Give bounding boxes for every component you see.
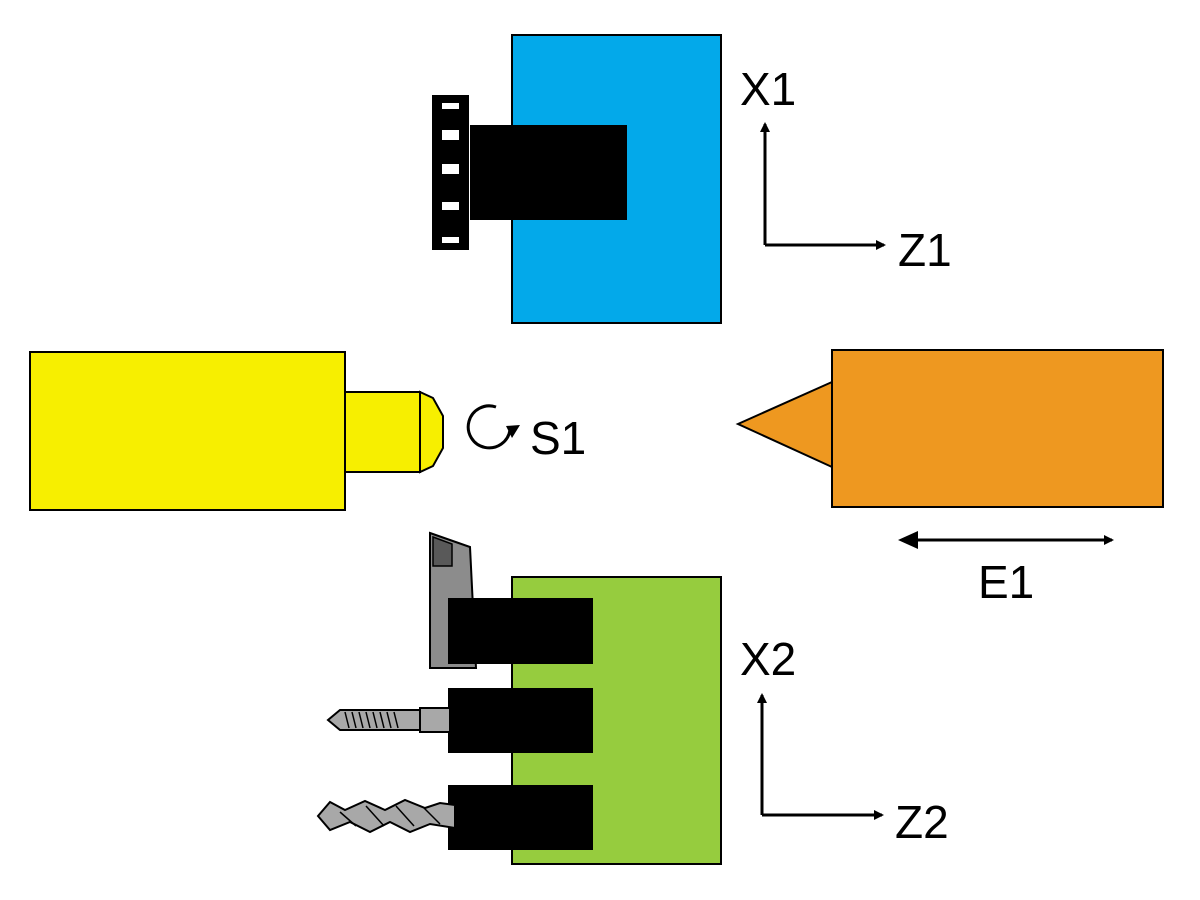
upper-ladder-tool — [432, 95, 469, 250]
upper-turret — [432, 34, 722, 324]
rotation-arrow-icon — [466, 404, 512, 450]
axes-x2-z2: X2 Z2 — [740, 633, 949, 848]
turning-insert-tip — [432, 535, 453, 567]
lower-tool-holder-1 — [448, 598, 593, 664]
s1-label: S1 — [530, 412, 586, 464]
turning-tool — [429, 531, 593, 669]
drill-tool — [316, 785, 593, 850]
spindle-nose — [344, 391, 421, 473]
lower-turret — [316, 531, 722, 865]
spindle-body — [29, 351, 346, 511]
z1-label: Z1 — [898, 224, 952, 276]
e1-left-arrowhead-icon — [898, 531, 918, 549]
tailstock-body — [831, 349, 1164, 508]
lower-tool-holder-2 — [448, 688, 593, 753]
drill-bit — [316, 798, 456, 834]
lower-tool-holder-3 — [448, 785, 593, 850]
tailstock: E1 — [735, 349, 1164, 608]
z2-label: Z2 — [895, 796, 949, 848]
tap-tool — [326, 688, 593, 753]
axes-x1-z1: X1 Z1 — [740, 63, 952, 276]
main-spindle: S1 — [29, 351, 586, 511]
rotation-arrowhead-icon — [506, 425, 520, 438]
workpiece-chamfer — [419, 390, 444, 474]
tailstock-center — [735, 380, 833, 469]
upper-tool-holder — [470, 125, 627, 220]
x1-label: X1 — [740, 63, 796, 115]
e1-label: E1 — [978, 556, 1034, 608]
x2-label: X2 — [740, 633, 796, 685]
tap-shank — [419, 707, 451, 733]
